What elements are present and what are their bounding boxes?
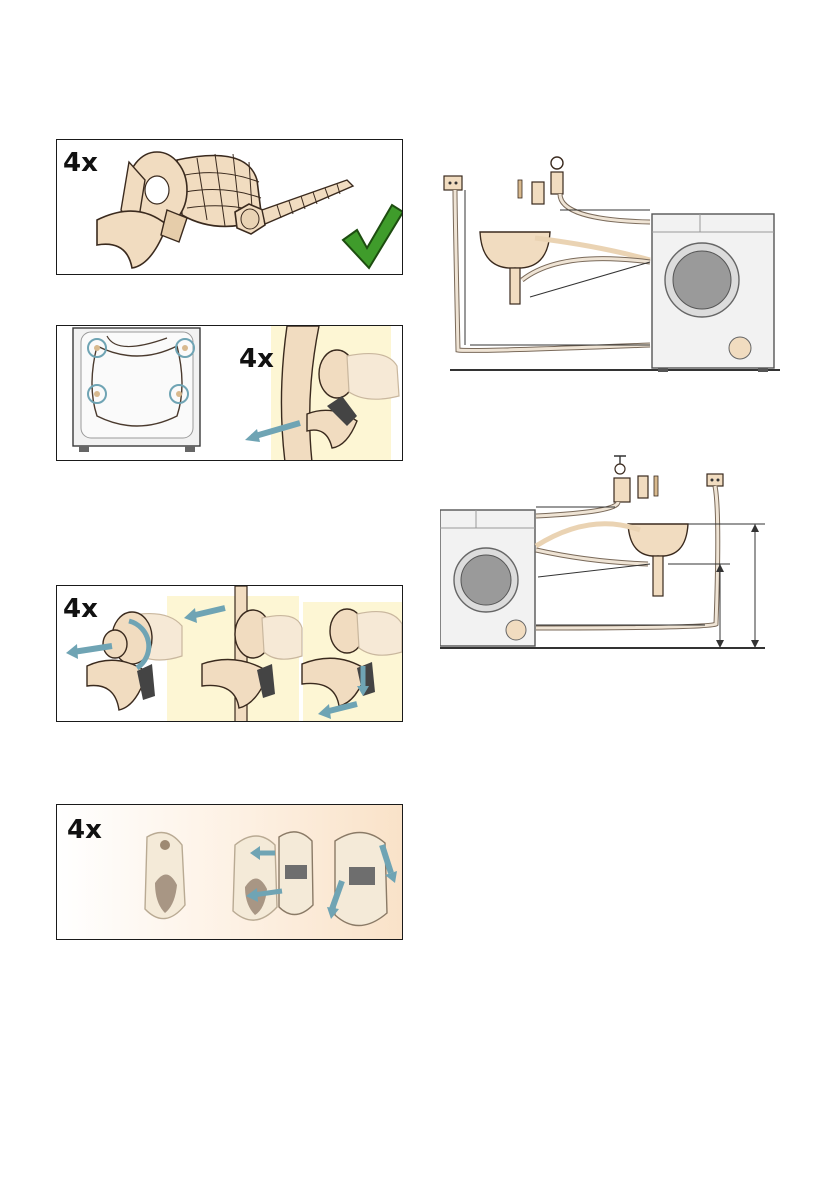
quantity-label: 4x — [67, 817, 102, 843]
remove-bolts-panel: 4x — [56, 585, 403, 722]
power-socket-icon — [444, 176, 462, 190]
hose-clip-detail-illustration — [57, 326, 403, 461]
quantity-label: 4x — [239, 346, 274, 372]
covers-panel: 4x — [56, 804, 403, 940]
connection-diagram-sink-right — [440, 452, 780, 652]
checkmark-icon — [57, 140, 403, 275]
cover-illustration — [57, 805, 403, 940]
quantity-label: 4x — [63, 596, 98, 622]
connection-diagram-sink-left — [440, 150, 780, 375]
water-tap-icon — [614, 456, 626, 464]
hose-clips-panel: 4x — [56, 325, 403, 461]
water-tap-icon — [551, 157, 563, 169]
remove-bolts-illustration — [57, 586, 403, 722]
transport-items-panel: 4x — [56, 139, 403, 275]
power-socket-icon — [707, 474, 723, 486]
